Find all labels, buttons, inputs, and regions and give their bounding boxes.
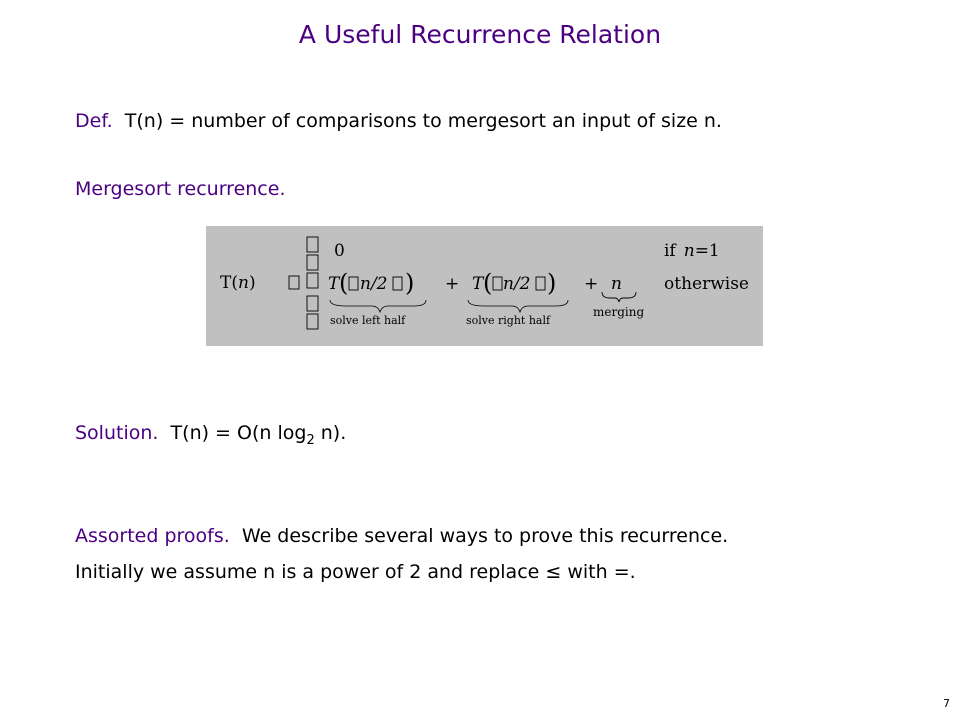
recurrence-svg: T(n) 0 T ( n/2 ) solve left half + T ( n… — [220, 236, 749, 330]
left-paren-open: ( — [339, 269, 348, 297]
definition-label: Def. — [75, 110, 113, 132]
right-floor-box — [492, 276, 503, 291]
page-number: 7 — [943, 697, 950, 710]
lhs-t: T(n) — [220, 273, 256, 293]
definition-line: Def. T(n) = number of comparisons to mer… — [75, 110, 722, 132]
assorted-label: Assorted proofs. — [75, 525, 230, 547]
left-ceil-close-box — [392, 276, 403, 291]
brace-box-4 — [306, 295, 319, 312]
merging-label: merging — [593, 305, 644, 319]
condition-otherwise: otherwise — [664, 274, 749, 294]
solve-right-label: solve right half — [466, 314, 551, 327]
right-underbrace — [467, 299, 569, 314]
left-underbrace — [329, 299, 427, 314]
right-floor-close-box — [535, 276, 546, 291]
mergesort-label: Mergesort recurrence. — [75, 178, 286, 200]
left-paren-close: ) — [405, 269, 414, 297]
log-subscript: 2 — [306, 432, 315, 448]
solution-label: Solution. — [75, 422, 159, 444]
merge-n: n — [611, 274, 622, 294]
left-ceil-box — [348, 276, 359, 291]
assorted-proofs-line: Assorted proofs. We describe several way… — [75, 525, 728, 547]
assumption-line: Initially we assume n is a power of 2 an… — [75, 561, 636, 583]
left-n-half: n/2 — [360, 274, 388, 294]
brace-box-1 — [306, 236, 319, 253]
brace-box-5 — [306, 313, 319, 330]
solution-text-end: n). — [314, 422, 347, 444]
solution-line: Solution. T(n) = O(n log2 n). — [75, 422, 346, 448]
right-n-half: n/2 — [503, 274, 531, 294]
solve-left-label: solve left half — [330, 314, 406, 327]
solution-text: T(n) = O(n log — [170, 422, 307, 444]
left-t: T — [328, 274, 341, 294]
slide-title: A Useful Recurrence Relation — [298, 20, 662, 49]
assorted-text: We describe several ways to prove this r… — [241, 525, 729, 547]
plus-1: + — [445, 274, 459, 294]
relation-glyph-box — [288, 275, 300, 290]
recurrence-equation: T(n) 0 T ( n/2 ) solve left half + T ( n… — [206, 226, 763, 346]
right-paren-close: ) — [547, 269, 556, 297]
case-zero: 0 — [334, 241, 345, 261]
definition-text: T(n) = number of comparisons to mergesor… — [124, 110, 722, 132]
brace-box-3 — [306, 272, 319, 289]
brace-box-2 — [306, 254, 319, 271]
right-paren-open: ( — [483, 269, 492, 297]
merge-underbrace — [601, 291, 637, 303]
right-t: T — [472, 274, 485, 294]
plus-2: + — [584, 274, 598, 294]
